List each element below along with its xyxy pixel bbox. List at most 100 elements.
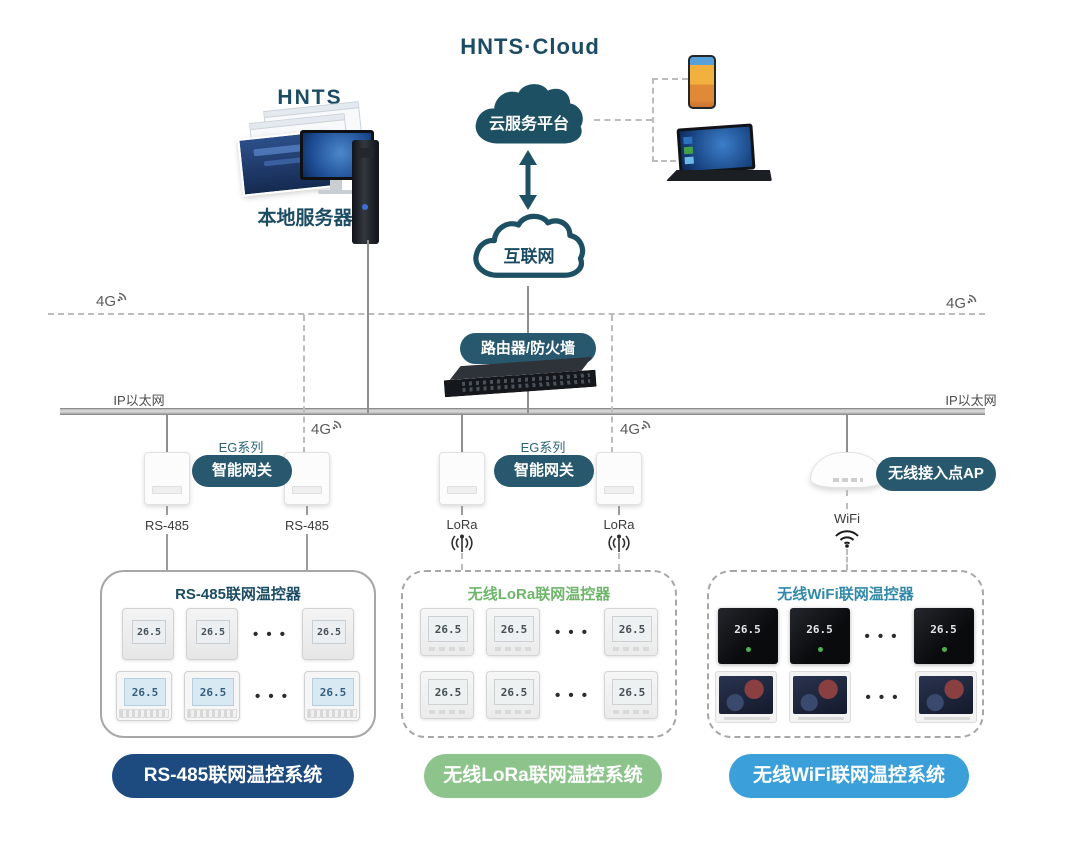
lora-thermostat-box: 无线LoRa联网温控器 26.5 26.5 • • • 26.5 26.5 26…: [401, 570, 677, 738]
gateway1-tick: [166, 506, 168, 515]
gateway4-tick: [618, 506, 620, 515]
signal-waves-icon: [967, 294, 977, 304]
wireless-ap-label: 无线接入点AP: [876, 457, 996, 491]
4g-label-gateway4: 4G: [620, 420, 655, 438]
wifi-thermostat-box: 无线WiFi联网温控器 26.5 26.5 • • • 26.5 • • •: [707, 570, 984, 738]
wifi-box-title: 无线WiFi联网温控器: [777, 586, 914, 603]
smartphone-device: [688, 55, 716, 109]
smart-gateway-label-2: 智能网关: [494, 455, 594, 487]
eg-series-label-1: EG系列: [218, 440, 264, 455]
gateway-device-2: [284, 452, 330, 505]
lora-drop-line-1: [461, 553, 463, 570]
rs485-system-button[interactable]: RS-485联网温控系统: [112, 754, 354, 798]
cloud-platform-label: 云服务平台: [488, 116, 569, 133]
ethernet-to-gateway3-line: [461, 415, 463, 453]
internet-label: 互联网: [503, 247, 555, 266]
thermostat-lora: 26.5: [420, 671, 474, 719]
wifi-label: WiFi: [834, 511, 860, 526]
thermostat-rs485-lcd: 26.5: [116, 671, 172, 721]
rs485-drop-line-1: [166, 534, 168, 570]
thermostat-wifi-black: 26.5: [913, 608, 974, 664]
wifi-icon: [835, 530, 859, 548]
4g-label-right: 4G: [946, 294, 981, 312]
local-brand-title: HNTS: [277, 86, 343, 109]
lora-label-2: LoRa: [603, 517, 635, 532]
thermostat-lora: 26.5: [420, 608, 474, 656]
thermostat-lora: 26.5: [486, 671, 540, 719]
ellipsis: • • •: [864, 627, 899, 645]
eg-series-label-2: EG系列: [520, 440, 566, 455]
4g-to-gateway4-line: [611, 315, 613, 453]
gateway-device-4: [596, 452, 642, 505]
thermostat-wifi-black: 26.5: [717, 608, 778, 664]
smart-gateway-label-1: 智能网关: [192, 455, 292, 487]
network-switch-device: [443, 355, 598, 408]
wifi-drop-line-bottom: [846, 549, 848, 570]
monitor-stand: [330, 180, 342, 190]
lora-system-button[interactable]: 无线LoRa联网温控系统: [424, 754, 662, 798]
ethernet-label-left: IP以太网: [113, 393, 165, 408]
wifi-drop-line-top: [846, 490, 848, 509]
cloud-platform-shape: [475, 84, 583, 144]
phone-link: [652, 78, 688, 80]
rs485-drop-line-2: [306, 534, 308, 570]
thermostat-lora: 26.5: [604, 671, 658, 719]
ethernet-label-right: IP以太网: [945, 393, 997, 408]
thermostat-rs485: 26.5: [122, 608, 174, 660]
laptop-device: [666, 123, 772, 182]
wifi-system-button[interactable]: 无线WiFi联网温控系统: [729, 754, 969, 798]
clients-link-vertical: [652, 78, 654, 162]
signal-waves-icon: [641, 420, 651, 430]
gateway3-tick: [461, 506, 463, 515]
local-server-graphic: [237, 101, 388, 248]
antenna-icon: [451, 534, 473, 552]
rs485-bus-label-1: RS-485: [144, 518, 190, 533]
4g-backbone-line: [48, 313, 985, 315]
local-server-label: 本地服务器: [257, 208, 353, 229]
thermostat-wifi-black: 26.5: [789, 608, 850, 664]
thermostat-wifi-touchscreen: [714, 671, 777, 723]
ip-ethernet-bus: [60, 408, 985, 415]
ellipsis: • • •: [554, 623, 590, 641]
gateway-device-1: [144, 452, 190, 505]
rs485-box-title: RS-485联网温控器: [175, 586, 301, 603]
gateway2-tick: [306, 506, 308, 515]
ellipsis: • • •: [254, 687, 290, 705]
thermostat-wifi-touchscreen: [914, 671, 977, 723]
wireless-ap-device: [810, 452, 884, 488]
ethernet-to-ap-line: [846, 415, 848, 453]
cloud-section-title: HNTS·Cloud: [460, 34, 600, 59]
thermostat-rs485: 26.5: [302, 608, 354, 660]
ellipsis: • • •: [252, 625, 288, 643]
antenna-icon: [608, 534, 630, 552]
signal-waves-icon: [117, 292, 127, 302]
rs485-bus-label-2: RS-485: [284, 518, 330, 533]
4g-label-left: 4G: [96, 292, 131, 310]
signal-waves-icon: [332, 420, 342, 430]
cloud-to-clients-link: [594, 119, 652, 121]
4g-to-gateway2-line: [303, 315, 305, 453]
rs485-thermostat-box: RS-485联网温控器 26.5 26.5 • • • 26.5 26.5 26…: [100, 570, 376, 738]
thermostat-rs485-lcd: 26.5: [304, 671, 360, 721]
sync-arrow-icon: [519, 150, 537, 210]
gateway-device-3: [439, 452, 485, 505]
ellipsis: • • •: [865, 688, 900, 706]
lora-box-title: 无线LoRa联网温控器: [467, 586, 611, 603]
thermostat-lora: 26.5: [604, 608, 658, 656]
ethernet-to-gateway1-line: [166, 415, 168, 453]
monitor-base: [318, 190, 354, 194]
server-tower: [352, 140, 379, 244]
laptop-screen: [676, 123, 756, 175]
thermostat-lora: 26.5: [486, 608, 540, 656]
laptop-link: [652, 160, 676, 162]
4g-label-gateway2: 4G: [311, 420, 346, 438]
internet-cloud-shape: [473, 213, 586, 278]
server-to-ethernet-line: [367, 240, 369, 413]
thermostat-rs485: 26.5: [186, 608, 238, 660]
lora-drop-line-2: [618, 553, 620, 570]
thermostat-wifi-touchscreen: [788, 671, 851, 723]
thermostat-rs485-lcd: 26.5: [184, 671, 240, 721]
lora-label-1: LoRa: [446, 517, 478, 532]
ellipsis: • • •: [554, 686, 590, 704]
